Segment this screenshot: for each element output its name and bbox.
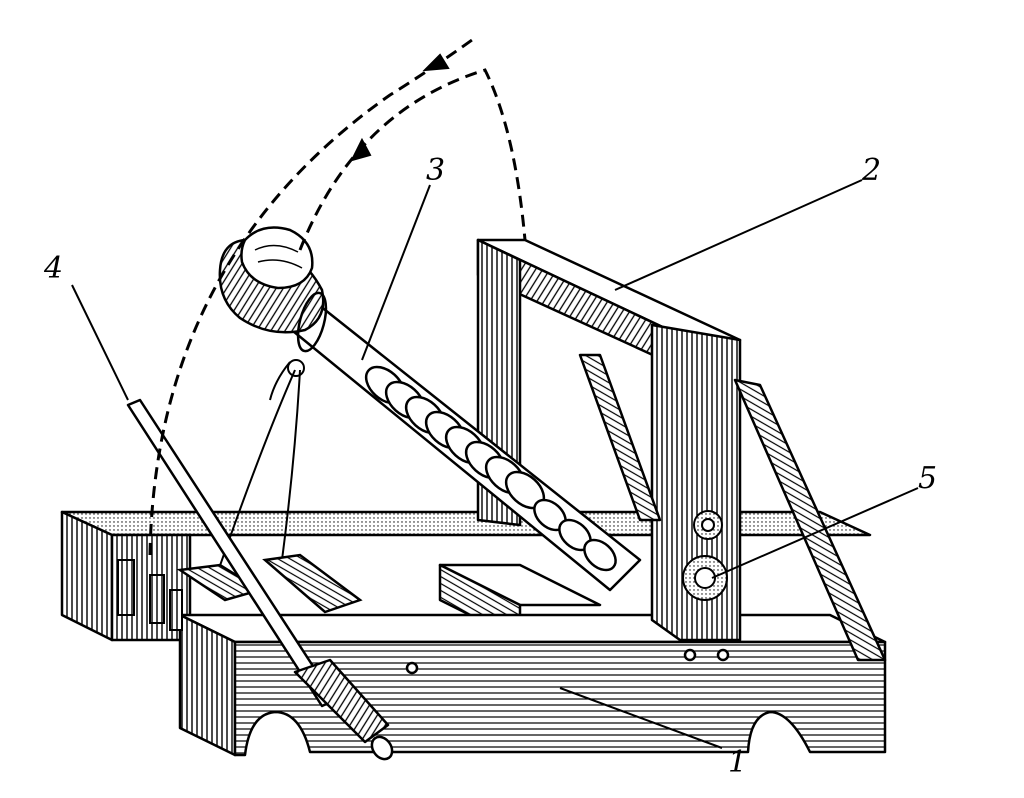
label-frame: 2 [861,153,881,188]
base-frame [60,510,887,757]
ratchet-pegs [117,559,183,631]
torsion-rope-coil [364,365,617,572]
leader-2 [614,179,863,291]
leader-4 [71,284,129,401]
leader-3 [361,184,431,361]
arm-swing-arc [148,38,473,556]
label-arm: 3 [426,153,445,188]
lever-sleeve [293,658,390,744]
leader-lines [71,179,919,749]
frame-inner-brace [578,353,662,522]
arrowheads [350,53,450,162]
label-lever: 4 [43,251,63,286]
front-rail-face [233,640,887,757]
frame-rear-brace [733,378,887,662]
label-base: 1 [728,745,747,780]
leader-5 [711,487,919,579]
leader-1 [559,687,723,749]
stone-projectile [240,226,314,290]
rail-hole [716,648,730,662]
back-rail-top [60,510,872,537]
rail-hole [683,648,697,662]
throwing-arm [218,226,642,592]
ratchet-gears [682,510,728,601]
label-gear: 5 [918,461,937,496]
arrow-up-icon [350,137,372,162]
release-lever [126,398,394,761]
arrow-up-icon [422,53,450,72]
winch-drum [176,553,363,614]
rail-hole [405,661,419,675]
projectile-path [298,68,527,251]
trajectory [148,38,527,556]
left-beam-end [60,510,114,642]
